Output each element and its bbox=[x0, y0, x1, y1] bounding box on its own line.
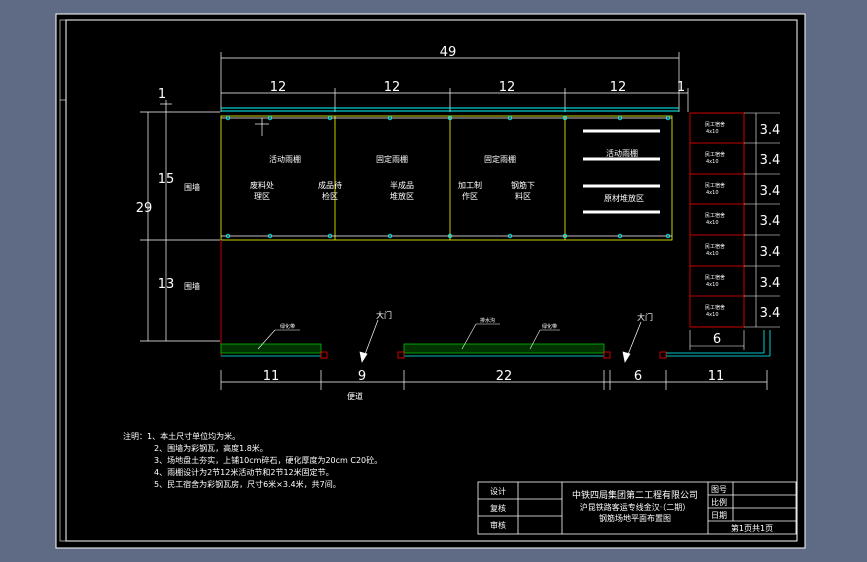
left-tick-arrow bbox=[255, 118, 269, 136]
dim-bottom-1: 11 bbox=[263, 369, 280, 384]
strip-left-hatch bbox=[220, 343, 322, 354]
label-bay2-title: 固定雨棚 bbox=[376, 154, 408, 164]
dim-left-height-upper: 15 bbox=[158, 172, 175, 187]
dim-dorm-2: 3.4 bbox=[760, 153, 781, 168]
material-racks bbox=[583, 129, 660, 214]
dorm-room-7-label: 民工宿舍 bbox=[705, 304, 725, 311]
label-bay1-right: 成品待检区 bbox=[318, 180, 342, 201]
dorm-room-3-size: 4x10 bbox=[706, 190, 719, 196]
dim-right-gap: 1 bbox=[677, 80, 685, 95]
dorm-room-6-size: 4x10 bbox=[706, 282, 719, 288]
label-road-lower: 围墙 bbox=[184, 281, 200, 291]
note-line-5: 5、民工宿舍为彩钢瓦房，尺寸6米×3.4米，共7间。 bbox=[154, 479, 341, 489]
fence-post-left bbox=[320, 351, 328, 359]
dorm-room-1-label: 民工宿舍 bbox=[705, 121, 725, 128]
fence-post-mid-left bbox=[397, 351, 405, 359]
title-block bbox=[477, 481, 797, 535]
dim-bay-4: 12 bbox=[610, 80, 627, 95]
note-line-3: 3、场地盘土夯实，上铺10cm碎石，硬化厚度为20cm C20砼。 bbox=[154, 455, 382, 465]
shed-boundary bbox=[220, 115, 673, 241]
label-strip-mid-b: 绿化带 bbox=[542, 323, 557, 330]
label-bay3-left: 加工制作区 bbox=[458, 180, 482, 201]
label-bay3-right: 钢筋下料区 bbox=[511, 180, 535, 201]
label-gate-right: 大门 bbox=[637, 312, 653, 322]
dorm-room-4-label: 民工宿舍 bbox=[705, 212, 725, 219]
dim-total-width: 49 bbox=[440, 45, 457, 60]
title-company: 中铁四局集团第二工程有限公司 bbox=[572, 489, 698, 501]
dorm-room-3-label: 民工宿舍 bbox=[705, 182, 725, 189]
dim-left-top-gap: 1 bbox=[158, 87, 166, 102]
label-road-upper: 围墙 bbox=[184, 182, 200, 192]
bottom-dimensions bbox=[220, 370, 768, 390]
dorm-block bbox=[689, 112, 745, 328]
dim-dorm-3: 3.4 bbox=[760, 184, 781, 199]
dorm-room-7-size: 4x10 bbox=[706, 312, 719, 318]
dim-dorm-1: 3.4 bbox=[760, 123, 781, 138]
dim-dorm-6: 3.4 bbox=[760, 276, 781, 291]
label-bay3-title: 固定雨棚 bbox=[484, 154, 516, 164]
top-road bbox=[221, 107, 679, 112]
dorm-room-labels: 民工宿舍 4x10 民工宿舍 4x10 民工宿舍 4x10 民工宿舍 4x10 … bbox=[705, 121, 725, 318]
strip-mid-hatch bbox=[403, 343, 605, 354]
label-bay4-sub: 原材堆放区 bbox=[604, 193, 644, 203]
dorm-room-5-size: 4x10 bbox=[706, 251, 719, 257]
paper-sheet bbox=[55, 13, 806, 549]
title-row-approve: 审核 bbox=[490, 520, 506, 530]
label-bay2-sub: 半成品堆放区 bbox=[390, 180, 414, 201]
notes: 注明：1、本土尺寸单位均为米。 2、围墙为彩钢瓦，高度1.8米。 3、场地盘土夯… bbox=[123, 431, 382, 489]
dim-dorm-width: 6 bbox=[713, 332, 721, 347]
title-row-review: 复核 bbox=[490, 503, 506, 513]
dorm-room-4-size: 4x10 bbox=[706, 220, 719, 226]
dorm-room-2-size: 4x10 bbox=[706, 159, 719, 165]
dim-bay-2: 12 bbox=[384, 80, 401, 95]
shed-bay-dividers bbox=[334, 116, 566, 240]
note-line-2: 2、围墙为彩钢瓦，高度1.8米。 bbox=[154, 443, 268, 453]
dorm-room-2-label: 民工宿舍 bbox=[705, 151, 725, 158]
label-bay1-title: 活动雨棚 bbox=[269, 154, 301, 164]
dim-bottom-2: 9 bbox=[358, 369, 366, 384]
crane-rails bbox=[221, 117, 672, 237]
dim-bay-3: 12 bbox=[499, 80, 516, 95]
dorm-room-6-label: 民工宿舍 bbox=[705, 274, 725, 281]
dim-left-height-total: 29 bbox=[136, 201, 153, 216]
title-sheet: 第1页共1页 bbox=[731, 523, 773, 533]
gate-left-arrow bbox=[359, 319, 379, 363]
dim-bottom-5: 11 bbox=[708, 369, 725, 384]
label-bay4-title: 活动雨棚 bbox=[606, 148, 638, 158]
dorm-right-dims bbox=[689, 112, 780, 350]
dorm-room-1-size: 4x10 bbox=[706, 129, 719, 135]
gate-right-arrow bbox=[622, 321, 642, 363]
fence-post-mid-right bbox=[603, 351, 611, 359]
title-scale: 比例 bbox=[711, 497, 727, 507]
title-project: 沪昆铁路客运专线金汉·（二期） bbox=[580, 502, 691, 512]
note-line-1: 注明：1、本土尺寸单位均为米。 bbox=[123, 431, 240, 441]
dim-dorm-7: 3.4 bbox=[760, 306, 781, 321]
left-dimensions bbox=[140, 100, 220, 342]
label-strip-mid-a: 排水沟 bbox=[480, 317, 495, 324]
label-gate-left: 大门 bbox=[376, 310, 392, 320]
dim-left-height-lower: 13 bbox=[158, 277, 175, 292]
note-line-4: 4、雨棚设计为2节12米活动节和2节12米固定节。 bbox=[154, 467, 334, 477]
rail-posts bbox=[225, 115, 671, 239]
strip-leaders bbox=[257, 323, 560, 350]
dim-dorm-4: 3.4 bbox=[760, 214, 781, 229]
label-road-bottom: 便道 bbox=[347, 391, 363, 401]
label-strip-left: 绿化带 bbox=[280, 323, 295, 330]
dorm-room-5-label: 民工宿舍 bbox=[705, 243, 725, 250]
fence-post-right bbox=[659, 351, 667, 359]
dim-bottom-3: 22 bbox=[496, 369, 513, 384]
title-drawing: 钢筋场地平面布置图 bbox=[599, 513, 671, 523]
dim-dorm-5: 3.4 bbox=[760, 245, 781, 260]
right-road bbox=[666, 330, 771, 357]
label-bay1-left: 废料处理区 bbox=[250, 180, 274, 201]
title-row-design: 设计 bbox=[490, 486, 506, 496]
binding-strip bbox=[59, 19, 67, 542]
title-drawing-no: 图号 bbox=[711, 485, 727, 494]
dim-bay-1: 12 bbox=[270, 80, 287, 95]
title-date: 日期 bbox=[711, 511, 727, 520]
dim-bottom-4: 6 bbox=[634, 369, 642, 384]
